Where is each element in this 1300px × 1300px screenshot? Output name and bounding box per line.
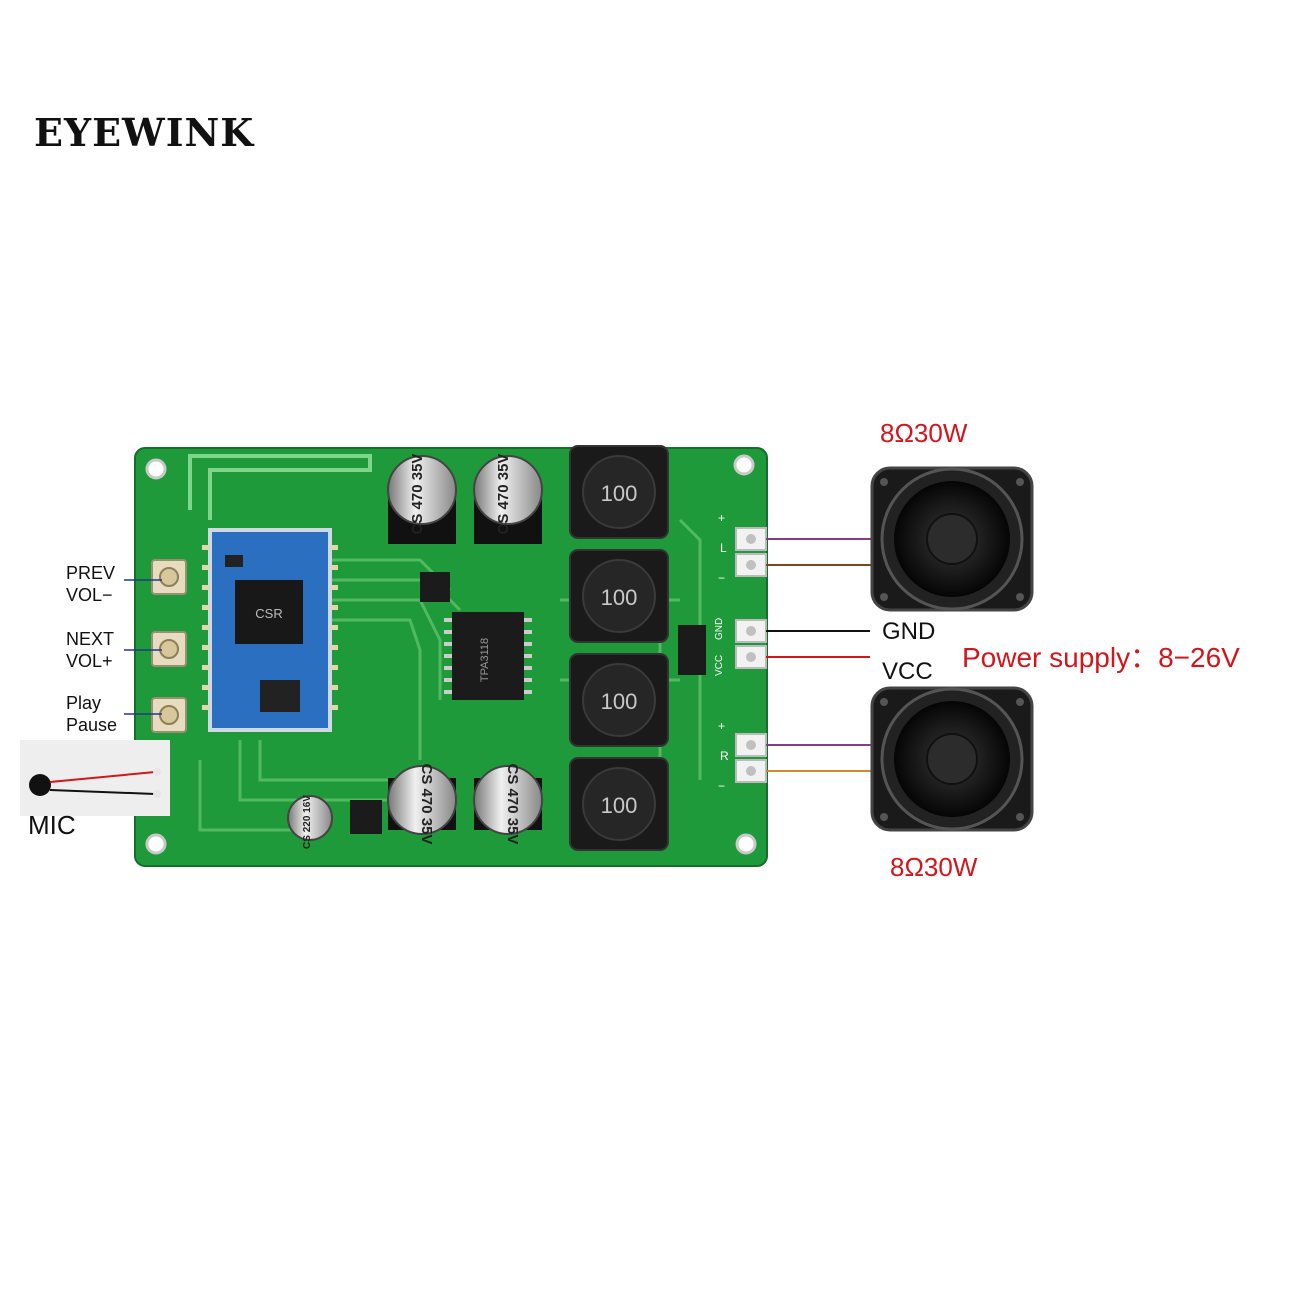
capacitor-bottom-1: CS 470 35V [387, 764, 457, 845]
svg-text:+: + [718, 511, 725, 525]
capacitor-bottom-2: CS 470 35V [473, 764, 543, 845]
label-pause: Pause [66, 715, 118, 735]
label-prev-vol-minus: PREV VOL− [66, 562, 115, 606]
label-vol-plus: VOL+ [66, 651, 113, 671]
svg-text:100: 100 [601, 585, 638, 610]
inductor-3: 100 [569, 653, 669, 747]
svg-text:−: − [718, 571, 725, 585]
mic-wire-black [49, 789, 156, 795]
mic-label: MIC [28, 810, 76, 840]
terminal-block [735, 527, 767, 783]
speaker-top-rating: 8Ω30W [880, 418, 968, 448]
antenna-trace [188, 454, 372, 520]
regulator-chip [350, 800, 382, 834]
inductor-2: 100 [569, 549, 669, 643]
label-play: Play [66, 693, 102, 713]
svg-text:CS 470 35V: CS 470 35V [418, 764, 435, 845]
capacitor-small: CS 220 16V [287, 795, 333, 849]
vcc-label: VCC [882, 658, 933, 685]
label-prev: PREV [66, 563, 116, 583]
svg-text:CS 470 35V: CS 470 35V [504, 764, 521, 845]
speaker-wires [766, 538, 880, 772]
mic-wire-red [49, 771, 156, 783]
svg-text:−: − [718, 779, 725, 793]
svg-text:100: 100 [601, 689, 638, 714]
mic-capsule [29, 774, 51, 796]
small-chip [420, 572, 450, 602]
svg-text:100: 100 [601, 481, 638, 506]
svg-text:+: + [718, 719, 725, 733]
label-next: NEXT [66, 629, 115, 649]
bluetooth-chip [235, 580, 303, 644]
label-next-vol-plus: NEXT VOL+ [66, 628, 114, 672]
mounting-holes [145, 454, 757, 855]
inductor-1: 100 [569, 445, 669, 539]
svg-text:CS 220 16V: CS 220 16V [302, 795, 313, 849]
label-play-pause: Play Pause [66, 692, 117, 736]
speaker-bottom-rating: 8Ω30W [890, 852, 978, 882]
svg-text:GND: GND [714, 618, 725, 640]
gnd-label: GND [882, 618, 936, 645]
power-supply-label: Power supply：8−26V [962, 642, 1240, 673]
speaker-top [870, 466, 1034, 612]
amp-chip-label: TPA3118 [479, 638, 491, 682]
svg-text:CS 470 35V: CS 470 35V [409, 454, 426, 535]
svg-text:100: 100 [601, 793, 638, 818]
svg-text:CS 470 35V: CS 470 35V [495, 454, 512, 535]
speaker-bottom [870, 686, 1034, 832]
inductor-4: 100 [569, 757, 669, 851]
capacitor-top-2: CS 470 35V [473, 454, 543, 544]
module-pads [202, 545, 338, 710]
svg-text:L: L [720, 541, 727, 555]
button-leader-lines [124, 579, 162, 715]
label-vol-minus: VOL− [66, 585, 113, 605]
capacitor-top-1: CS 470 35V [387, 454, 457, 544]
amp-chip [452, 612, 524, 700]
svg-text:R: R [720, 749, 729, 763]
svg-text:VCC: VCC [714, 655, 725, 676]
brand-logo: EYEWINK [34, 110, 255, 155]
mosfet [678, 625, 706, 675]
bluetooth-chip-label: CSR [255, 606, 282, 621]
